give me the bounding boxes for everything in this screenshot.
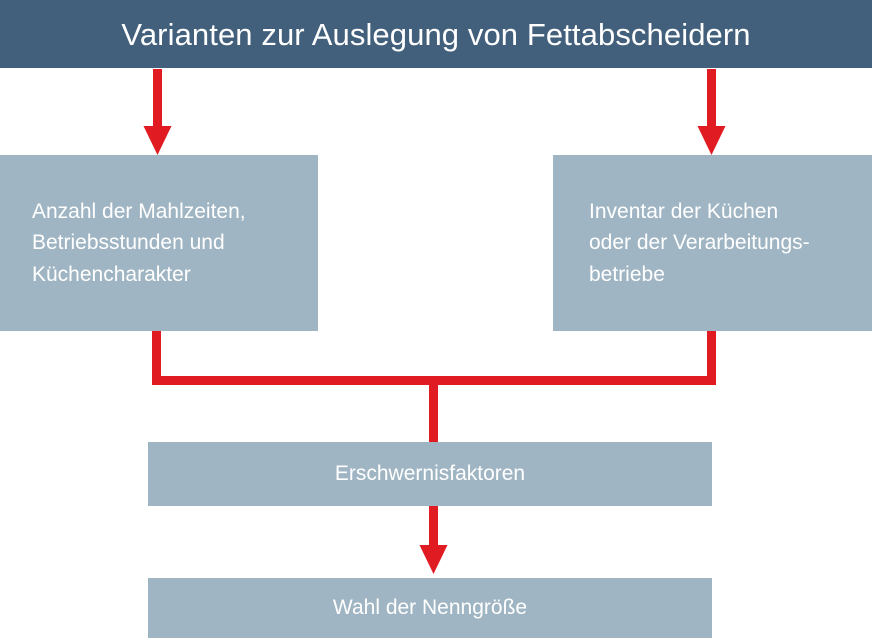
node-box-nominal-size-choice[interactable]: Wahl der Nenngröße (148, 578, 712, 638)
arrow-middle-to-bottom-box (419, 506, 448, 574)
page-title: Varianten zur Auslegung von Fettabscheid… (121, 16, 751, 52)
diagram-header-banner: Varianten zur Auslegung von Fettabscheid… (0, 0, 872, 68)
arrow-header-to-left-box (143, 69, 172, 155)
node-box-inputs-inventory[interactable]: Inventar der Küchen oder der Verarbeitun… (553, 155, 872, 331)
merge-bus-connector (152, 330, 716, 443)
node-box-nominal-size-choice-label: Wahl der Nenngröße (332, 596, 528, 620)
node-box-difficulty-factors-label: Erschwernisfaktoren (334, 462, 526, 486)
node-box-inputs-inventory-label: Inventar der Küchen oder der Verarbeitun… (589, 200, 810, 286)
arrow-header-to-right-box (697, 69, 726, 155)
node-box-inputs-meals[interactable]: Anzahl der Mahlzeiten, Betriebsstunden u… (0, 155, 318, 331)
node-box-difficulty-factors[interactable]: Erschwernisfaktoren (148, 442, 712, 506)
node-box-inputs-meals-label: Anzahl der Mahlzeiten, Betriebsstunden u… (32, 200, 246, 286)
